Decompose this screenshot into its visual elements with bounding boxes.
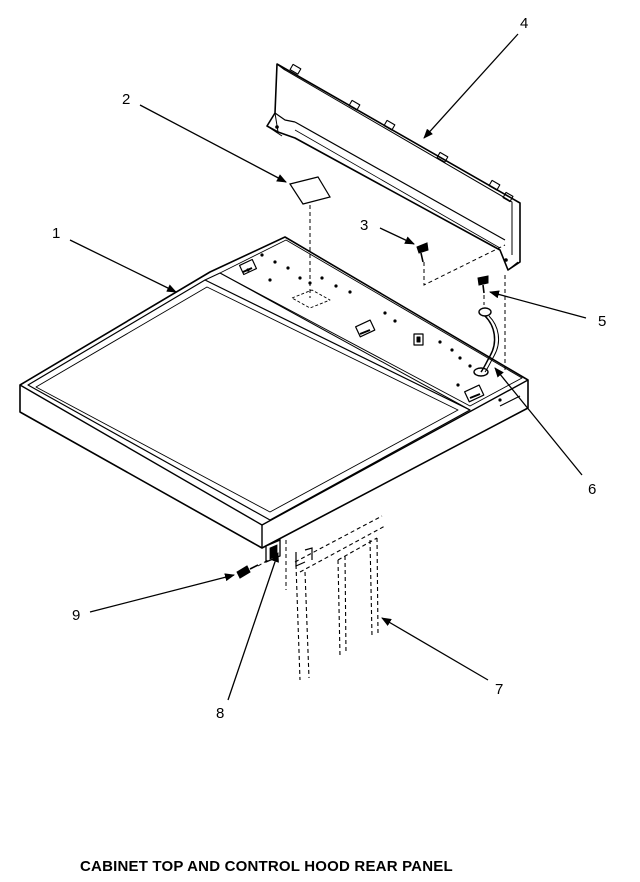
leader-3 — [379, 227, 415, 245]
callout-6: 6 — [588, 481, 596, 498]
hose-part-6 — [478, 307, 500, 373]
console-panel — [219, 239, 523, 407]
callout-1: 1 — [52, 225, 60, 242]
callout-5: 5 — [598, 313, 606, 330]
console-slot-left — [238, 258, 258, 276]
label-part — [289, 176, 331, 205]
leader-1 — [69, 239, 177, 293]
diagram-caption: CABINET TOP AND CONTROL HOOD REAR PANEL — [80, 858, 453, 875]
screw-part-3 — [416, 242, 429, 263]
leader-5 — [489, 290, 587, 319]
leader-8 — [227, 552, 279, 701]
control-hood-rear-panel — [266, 63, 521, 271]
leader-2 — [139, 104, 287, 183]
leader-lines — [69, 33, 587, 701]
callout-7: 7 — [495, 681, 503, 698]
cabinet-side-solid-edges — [295, 547, 313, 567]
cabinet-top — [19, 236, 529, 549]
callout-2: 2 — [122, 91, 130, 108]
leader-7 — [381, 617, 489, 681]
callout-8: 8 — [216, 705, 224, 722]
callout-labels: 1 2 3 4 5 6 7 8 9 — [52, 15, 606, 722]
callout-3: 3 — [360, 217, 368, 234]
alignment-lines — [257, 205, 506, 590]
hose-opening — [473, 367, 489, 377]
leader-9 — [89, 573, 235, 613]
leader-4 — [423, 33, 519, 139]
cabinet-side-part-7 — [294, 515, 386, 681]
console-slot-right — [464, 384, 485, 403]
screw-part-5 — [477, 275, 489, 294]
screw-part-9 — [236, 564, 259, 579]
cabinet-top-surface — [19, 236, 529, 549]
label-location — [291, 289, 331, 309]
console-holes — [246, 253, 502, 402]
callout-9: 9 — [72, 607, 80, 624]
rear-panel-outline — [266, 63, 521, 271]
callout-4: 4 — [520, 15, 528, 32]
console-slot-center — [355, 319, 376, 338]
leader-6 — [494, 367, 583, 476]
